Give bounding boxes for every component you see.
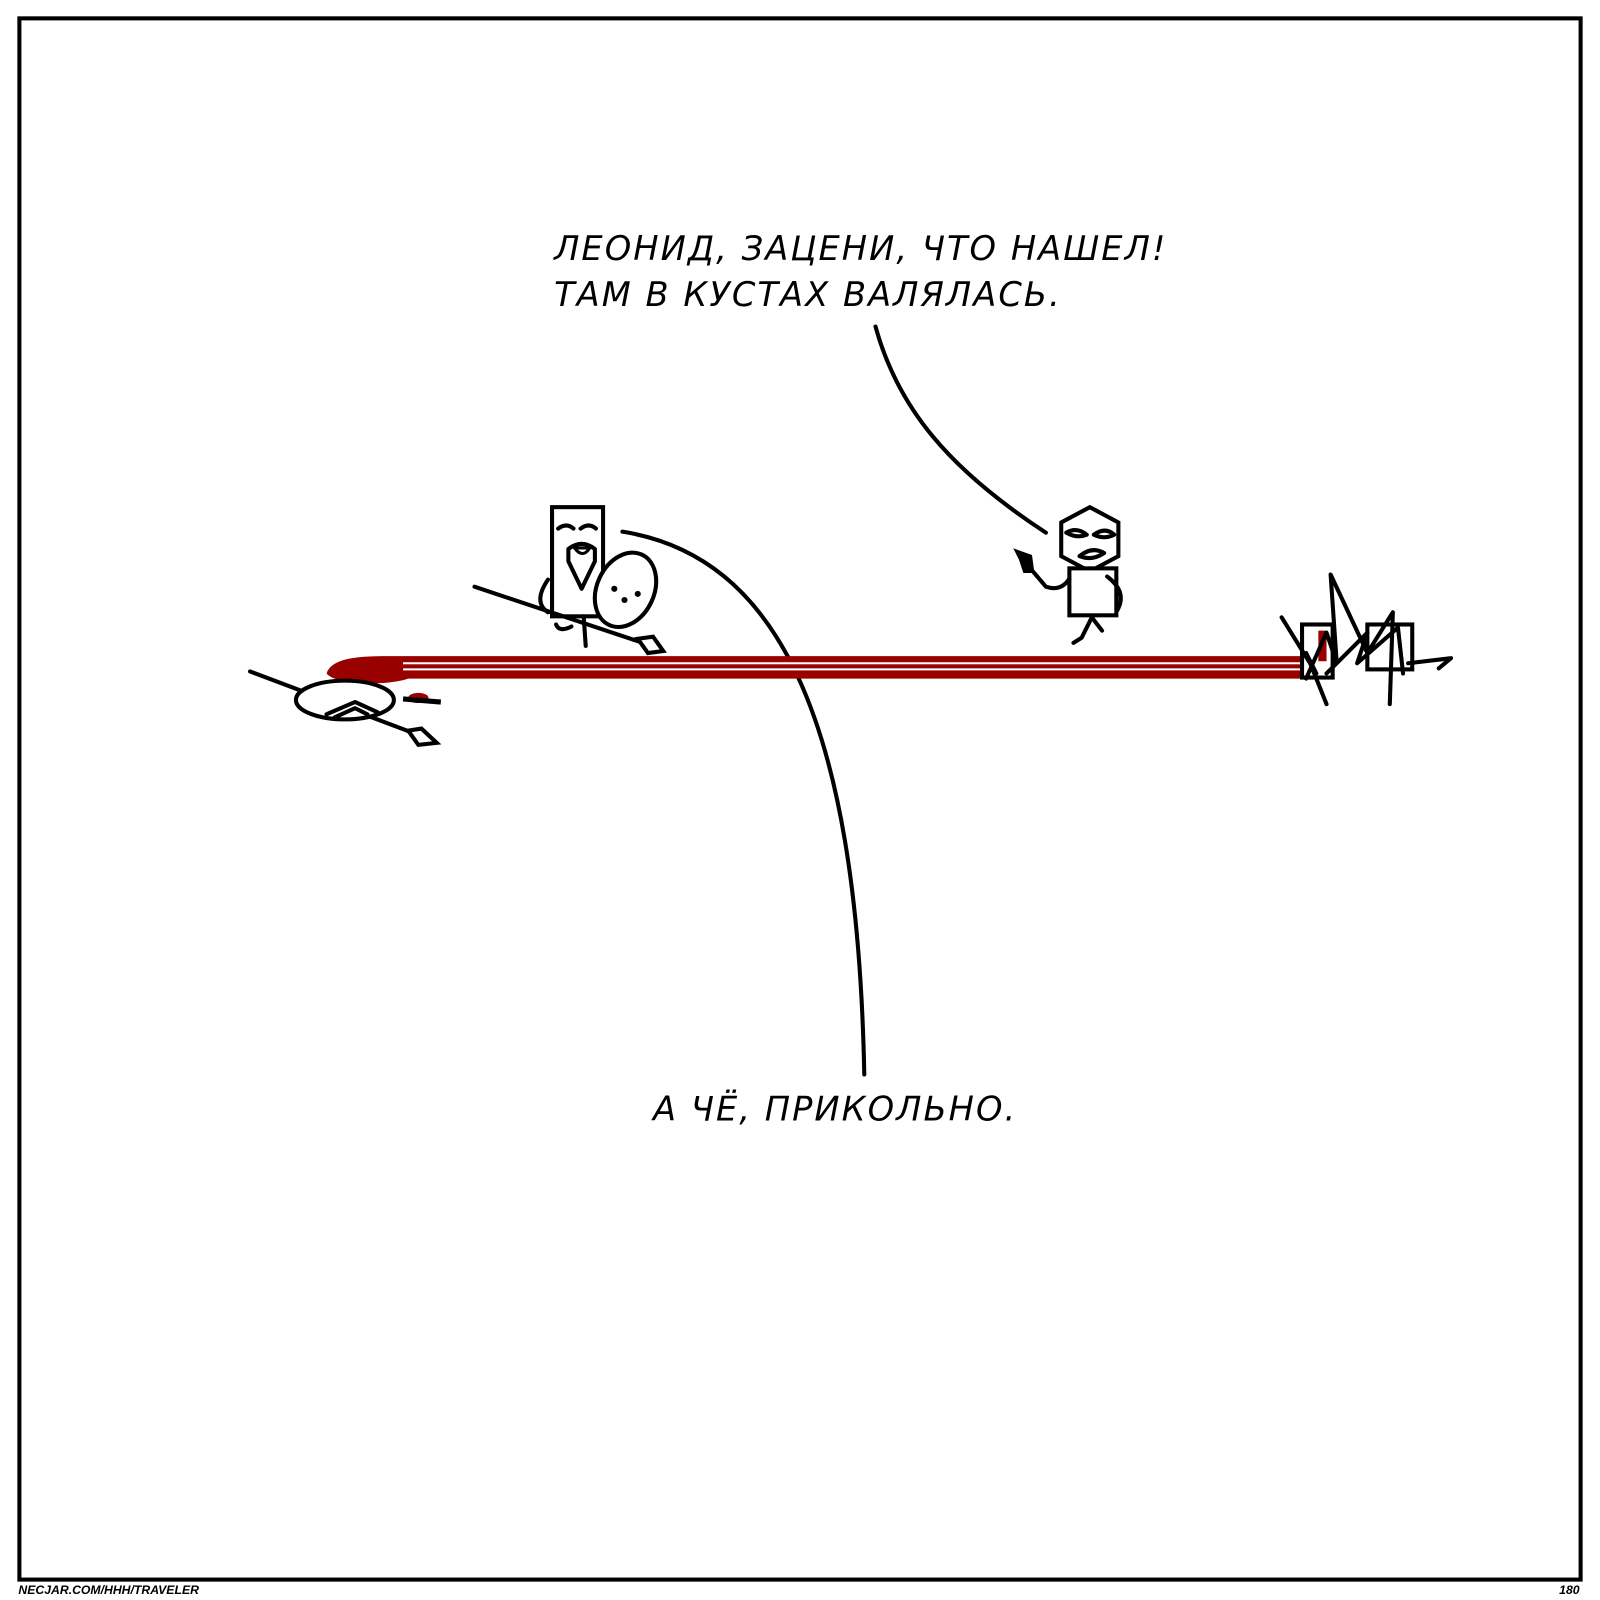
footer-url: NECJAR.COM/HHH/TRAVELER — [18, 1583, 199, 1597]
speech-bottom: А ЧЁ, ПРИКОЛЬНО. — [651, 1089, 1017, 1128]
speech-tail-top — [873, 324, 1048, 535]
fallen-warrior — [247, 669, 442, 748]
spartan-leonid — [472, 505, 667, 656]
blood-streak — [326, 656, 1312, 704]
masked-character-with-gun — [1013, 504, 1123, 645]
speech-line-1: ЛЕОНИД, ЗАЦЕНИ, ЧТО НАШЕЛ! — [553, 229, 1167, 268]
panel-border — [17, 16, 1583, 1582]
scribble-fight-cloud — [1279, 572, 1454, 707]
speech-line-2: ТАМ В КУСТАХ ВАЛЯЛАСЬ. — [554, 275, 1062, 314]
page-number: 180 — [1559, 1583, 1580, 1597]
speech-tail-bottom — [620, 529, 867, 1077]
